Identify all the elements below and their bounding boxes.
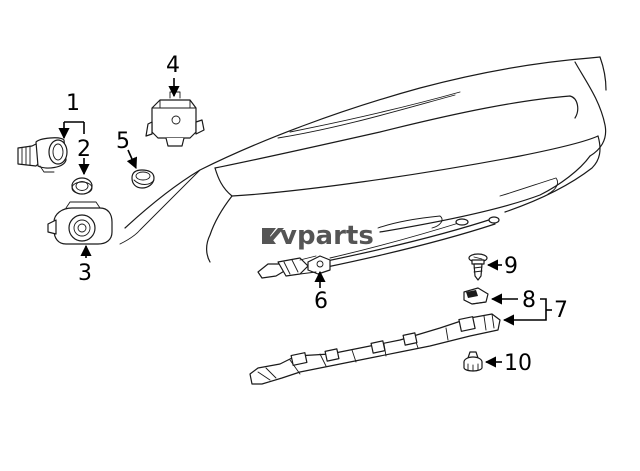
wire-harness-part-6[interactable]	[257, 216, 500, 279]
vparts-watermark: vparts	[262, 221, 374, 251]
sensor-retainer-part-2[interactable]	[71, 177, 93, 195]
callout-leaders	[58, 78, 552, 368]
grommet-part-5[interactable]	[131, 169, 155, 189]
bracket-rail-part-7[interactable]	[249, 313, 501, 385]
callout-4[interactable]: 4	[166, 53, 180, 78]
watermark-brand-text: vparts	[280, 221, 374, 251]
parking-sensor-part-1[interactable]	[17, 137, 68, 173]
callout-1[interactable]: 1	[66, 91, 80, 116]
callout-numbers: 1 2 3 4 5 6 7 8 9 10	[66, 53, 568, 376]
clip-nut-part-8[interactable]	[463, 287, 489, 305]
screw-part-9[interactable]	[468, 253, 488, 281]
callout-10[interactable]: 10	[504, 351, 532, 376]
control-module-part-4[interactable]	[145, 91, 205, 147]
callout-8[interactable]: 8	[522, 288, 536, 313]
sensor-holder-part-3[interactable]	[47, 201, 113, 245]
rear-bumper-cover	[119, 56, 607, 263]
push-clip-part-10[interactable]	[463, 351, 483, 372]
callout-9[interactable]: 9	[504, 254, 518, 279]
callout-3[interactable]: 3	[78, 261, 92, 286]
callout-5[interactable]: 5	[116, 129, 130, 154]
callout-2[interactable]: 2	[77, 137, 91, 162]
callout-7[interactable]: 7	[554, 298, 568, 323]
callout-6[interactable]: 6	[314, 289, 328, 314]
